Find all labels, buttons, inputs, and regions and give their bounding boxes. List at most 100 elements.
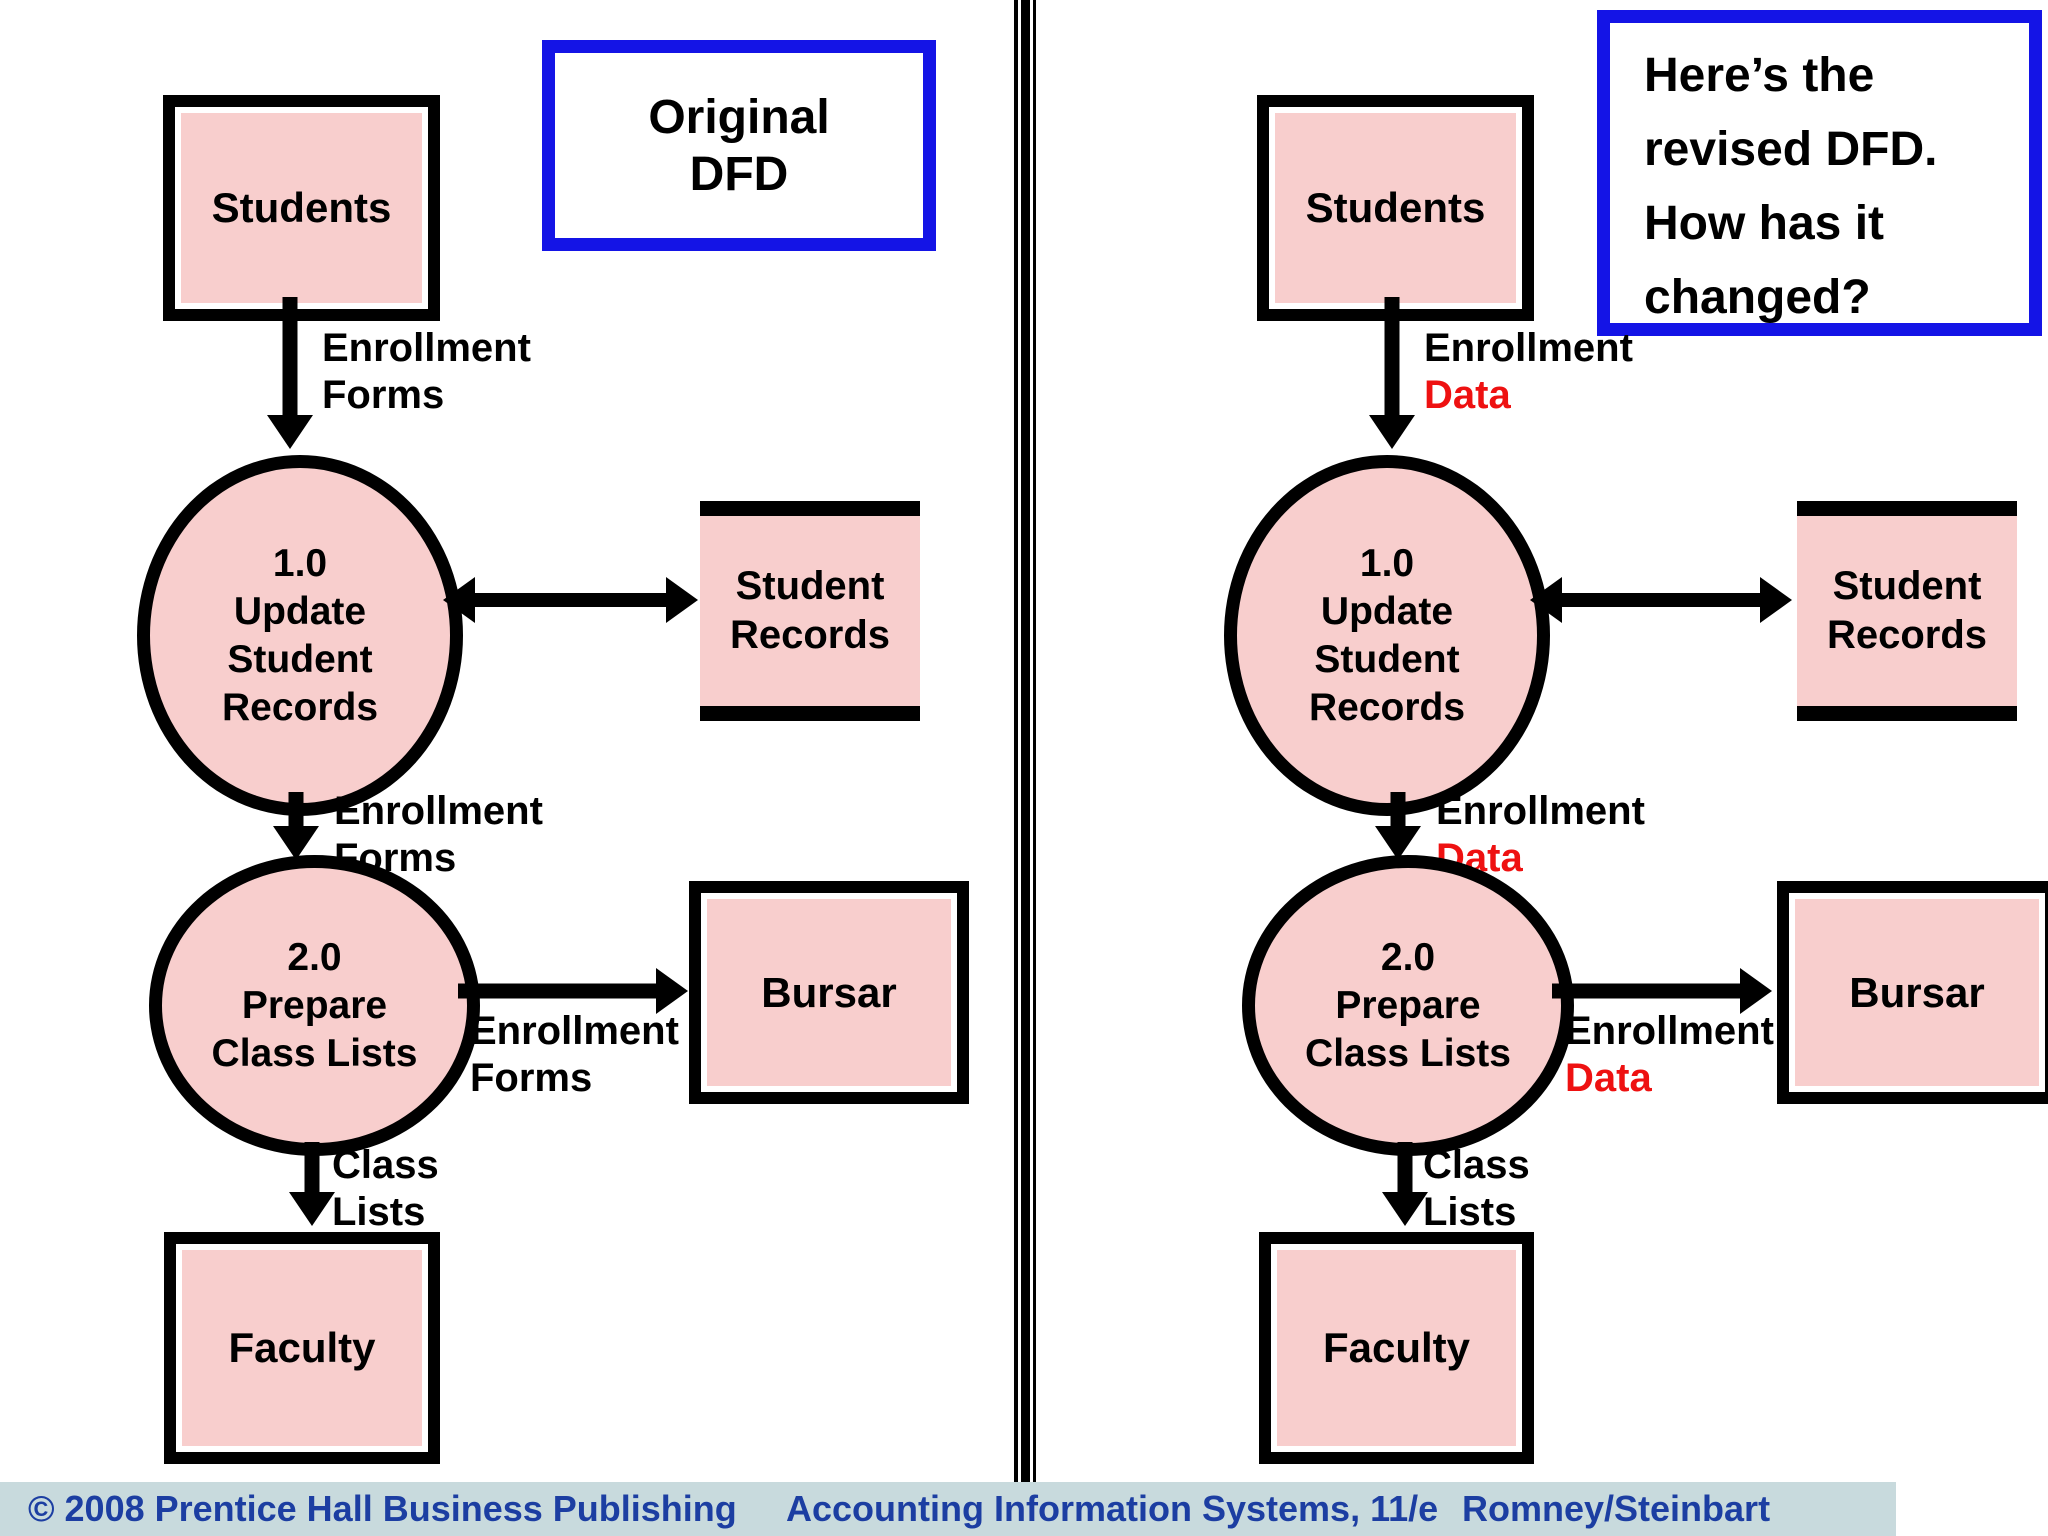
right-bursar-label: Bursar xyxy=(1849,968,1985,1016)
flow-label-line2: Lists xyxy=(332,1190,426,1234)
left-bursar-label: Bursar xyxy=(761,968,897,1016)
arrow-head-down-icon xyxy=(1382,1192,1428,1226)
process-2-line2: Prepare xyxy=(241,983,388,1027)
right-students-label: Students xyxy=(1305,184,1486,231)
left-process-1-circle: 1.0 Update Student Records xyxy=(137,455,463,816)
original-dfd-title: Original DFD xyxy=(542,40,936,251)
footer-book-title: Accounting Information Systems, 11/e xyxy=(786,1488,1439,1529)
arrow-head-right-icon xyxy=(1760,577,1792,623)
arrow-head-left-icon xyxy=(1530,577,1562,623)
process-1-number: 1.0 xyxy=(1359,541,1415,585)
arrow-shaft xyxy=(288,792,304,826)
arrow-shaft xyxy=(473,593,668,607)
left-faculty-label: Faculty xyxy=(228,1324,376,1371)
arrow-head-left-icon xyxy=(443,577,475,623)
arrow-head-right-icon xyxy=(656,968,688,1014)
panel-divider xyxy=(1014,0,1036,1482)
right-process-1-circle: 1.0 Update Student Records xyxy=(1224,455,1550,816)
right-flow-arrow-p1-to-p2 xyxy=(1374,792,1422,860)
process-2-number: 2.0 xyxy=(287,935,342,979)
flow-label-line1: Enrollment xyxy=(334,789,543,833)
right-flow-arrow-p1-store-bidirectional xyxy=(1530,577,1792,623)
left-students-label: Students xyxy=(211,184,392,231)
arrow-shaft xyxy=(1560,593,1762,607)
process-1-number: 1.0 xyxy=(272,541,328,585)
flow-label-line2: Lists xyxy=(1423,1190,1517,1234)
footer-copyright: © 2008 Prentice Hall Business Publishing xyxy=(28,1488,737,1529)
left-flow-arrow-p1-to-p2 xyxy=(272,792,320,860)
process-2-number: 2.0 xyxy=(1380,935,1436,979)
flow-label-line2-highlighted: Data xyxy=(1424,373,1511,417)
revised-dfd-line3: How has it xyxy=(1644,197,1885,250)
process-1-line2: Update xyxy=(233,589,367,633)
arrow-head-down-icon xyxy=(289,1192,335,1226)
flow-label-line2: Forms xyxy=(470,1056,593,1100)
revised-dfd-line4: changed? xyxy=(1644,271,1871,324)
right-flow-arrow-p2-to-bursar xyxy=(1552,968,1772,1014)
arrow-shaft xyxy=(282,297,298,415)
revised-dfd-line1: Here’s the xyxy=(1644,49,1875,102)
flow-label-line2: Forms xyxy=(322,373,445,417)
process-1-line4: Records xyxy=(221,685,379,729)
process-1-line3: Student xyxy=(227,637,373,681)
left-flow-label-p2-to-bursar: Enrollment Forms xyxy=(470,1008,679,1102)
left-student-records-datastore: Student Records xyxy=(700,501,920,721)
right-flow-label-p2-to-bursar: Enrollment Data xyxy=(1565,1008,1774,1102)
footer-authors: Romney/Steinbart xyxy=(1462,1488,1771,1529)
left-flow-label-p1-to-p2: Enrollment Forms xyxy=(334,788,543,882)
arrow-shaft xyxy=(304,1142,320,1192)
process-2-line3: Class Lists xyxy=(211,1031,418,1075)
flow-label-line1: Enrollment xyxy=(1565,1009,1774,1053)
arrow-head-right-icon xyxy=(1740,968,1772,1014)
right-faculty-entity: Faculty xyxy=(1259,1232,1534,1464)
right-flow-arrow-students-to-p1 xyxy=(1368,297,1416,449)
footer-bar: © 2008 Prentice Hall Business Publishing… xyxy=(0,1482,1896,1536)
flow-label-line1: Enrollment xyxy=(322,326,531,370)
flow-label-line1: Class xyxy=(1423,1143,1530,1187)
left-process-2-circle: 2.0 Prepare Class Lists xyxy=(149,855,480,1156)
datastore-line1: Student xyxy=(735,564,885,608)
arrow-head-down-icon xyxy=(1375,826,1421,860)
right-flow-label-students-to-p1: Enrollment Data xyxy=(1424,325,1633,419)
right-students-entity: Students xyxy=(1257,95,1534,321)
right-student-records-datastore: Student Records xyxy=(1797,501,2017,721)
left-flow-arrow-students-to-p1 xyxy=(266,297,314,449)
arrow-head-down-icon xyxy=(273,826,319,860)
flow-label-line1: Enrollment xyxy=(1436,789,1645,833)
arrow-shaft xyxy=(458,983,656,999)
process-2-line2: Prepare xyxy=(1335,983,1481,1027)
flow-label-line2-highlighted: Data xyxy=(1565,1056,1652,1100)
left-flow-label-students-to-p1: Enrollment Forms xyxy=(322,325,531,419)
flow-label-line1: Enrollment xyxy=(470,1009,679,1053)
left-faculty-entity: Faculty xyxy=(164,1232,440,1464)
left-flow-arrow-p2-to-bursar xyxy=(458,968,688,1014)
flow-label-line1: Class xyxy=(332,1143,439,1187)
right-flow-label-p2-to-faculty: Class Lists xyxy=(1423,1142,1530,1236)
arrow-shaft xyxy=(1384,297,1400,415)
original-dfd-title-line2: DFD xyxy=(689,147,789,201)
right-bursar-entity: Bursar xyxy=(1777,881,2048,1104)
arrow-head-right-icon xyxy=(666,577,698,623)
right-flow-arrow-p2-to-faculty xyxy=(1381,1142,1429,1226)
process-2-line3: Class Lists xyxy=(1305,1031,1511,1075)
flow-label-line1: Enrollment xyxy=(1424,326,1633,370)
process-1-line4: Records xyxy=(1308,685,1466,729)
left-students-entity: Students xyxy=(163,95,440,321)
datastore-line2: Records xyxy=(729,613,891,657)
revised-dfd-callout: Here’s the revised DFD. How has it chang… xyxy=(1597,10,2042,336)
left-flow-arrow-p2-to-faculty xyxy=(288,1142,336,1226)
datastore-line2: Records xyxy=(1826,613,1988,657)
left-flow-label-p2-to-faculty: Class Lists xyxy=(332,1142,439,1236)
left-flow-arrow-p1-store-bidirectional xyxy=(443,577,698,623)
arrow-shaft xyxy=(1390,792,1406,826)
original-dfd-title-line1: Original xyxy=(648,90,830,144)
arrow-shaft xyxy=(1397,1142,1413,1192)
revised-dfd-line2: revised DFD. xyxy=(1644,123,1938,176)
arrow-shaft xyxy=(1552,983,1740,999)
right-process-2-circle: 2.0 Prepare Class Lists xyxy=(1242,855,1574,1156)
arrow-head-down-icon xyxy=(1369,415,1415,449)
left-bursar-entity: Bursar xyxy=(689,881,969,1104)
datastore-line1: Student xyxy=(1832,564,1982,608)
process-1-line3: Student xyxy=(1314,637,1460,681)
